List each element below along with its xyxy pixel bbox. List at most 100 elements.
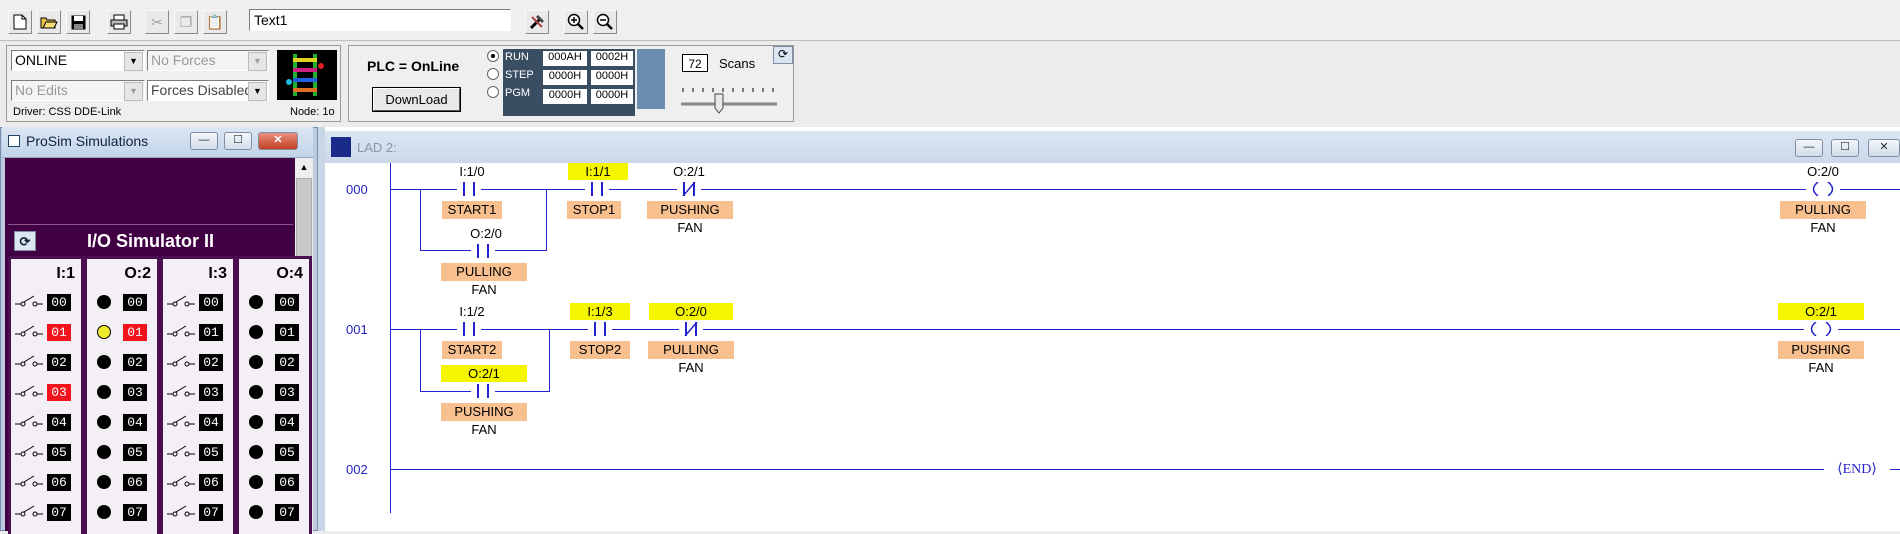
plc-rack-icon — [637, 49, 665, 109]
zoom-out-icon[interactable] — [593, 10, 617, 34]
switch-icon[interactable] — [167, 474, 195, 490]
forces-enable-select[interactable]: Forces Disabled ▼ — [147, 80, 269, 101]
prosim-title: ProSim Simulations — [26, 133, 149, 149]
switch-icon[interactable] — [167, 324, 195, 340]
window-icon — [8, 135, 20, 147]
maximize-icon[interactable]: ☐ — [224, 132, 252, 150]
switch-icon[interactable] — [167, 414, 195, 430]
io-point-number: 04 — [123, 414, 147, 431]
contact-nc[interactable] — [679, 322, 703, 336]
output-led-icon — [97, 475, 111, 489]
mode-pgm-label: PGM — [505, 87, 531, 99]
io-point-number: 06 — [199, 474, 223, 491]
output-led-icon — [249, 295, 263, 309]
prosim-title-bar: ProSim Simulations — ☐ ✕ — [2, 127, 313, 158]
output-led-icon — [97, 355, 111, 369]
switch-icon[interactable] — [15, 324, 43, 340]
zoom-in-icon[interactable] — [564, 10, 588, 34]
maximize-icon[interactable]: ☐ — [1831, 139, 1859, 157]
mode-step-label: STEP — [505, 69, 534, 81]
slot-label: O:4 — [276, 265, 303, 282]
reg-r1c0: 0000H — [543, 70, 587, 85]
close-icon[interactable]: ✕ — [258, 132, 298, 150]
paste-icon[interactable]: 📋 — [203, 10, 227, 34]
contact-no[interactable] — [588, 322, 612, 336]
contact-nc[interactable] — [677, 182, 701, 196]
save-icon[interactable] — [66, 10, 90, 34]
switch-icon[interactable] — [167, 384, 195, 400]
refresh-icon[interactable]: ⟳ — [773, 46, 793, 64]
switch-icon[interactable] — [15, 414, 43, 430]
minimize-icon[interactable]: — — [190, 132, 218, 150]
minimize-icon[interactable]: — — [1795, 139, 1823, 157]
coil-address: O:2/1 — [1778, 303, 1864, 320]
chevron-down-icon: ▼ — [248, 82, 267, 101]
branch-line — [549, 329, 550, 391]
switch-icon[interactable] — [167, 444, 195, 460]
branch-line — [420, 189, 421, 250]
radio-dot — [491, 54, 495, 58]
io-point-number: 00 — [199, 294, 223, 311]
contact-address: I:1/0 — [459, 164, 485, 179]
contact-address: I:1/1 — [568, 163, 628, 180]
print-icon[interactable] — [107, 10, 131, 34]
tools-icon[interactable] — [525, 10, 549, 34]
new-file-icon[interactable] — [8, 10, 32, 34]
open-folder-icon[interactable] — [37, 10, 61, 34]
io-point-number: 05 — [275, 444, 299, 461]
io-point-number: 00 — [47, 294, 71, 311]
switch-icon[interactable] — [15, 504, 43, 520]
contact-no[interactable] — [471, 384, 495, 398]
plc-state-label: PLC = OnLine — [367, 58, 460, 74]
copy-icon[interactable]: ❐ — [174, 10, 198, 34]
switch-icon[interactable] — [167, 354, 195, 370]
contact-no[interactable] — [457, 182, 481, 196]
mode-select[interactable]: ONLINE ▼ — [11, 50, 145, 71]
switch-icon[interactable] — [167, 294, 195, 310]
switch-icon[interactable] — [167, 504, 195, 520]
contact-no[interactable] — [585, 182, 609, 196]
forces-enable-value: Forces Disabled — [151, 82, 253, 98]
pgm-radio[interactable] — [487, 86, 499, 98]
io-point-number: 03 — [275, 384, 299, 401]
switch-icon[interactable] — [15, 444, 43, 460]
address-input[interactable]: Text1 — [249, 9, 511, 31]
output-led-icon — [97, 385, 111, 399]
contact-no[interactable] — [457, 322, 481, 336]
rung-line — [390, 189, 1900, 190]
io-point-number: 05 — [123, 444, 147, 461]
rung-number: 001 — [346, 322, 368, 337]
scans-slider[interactable] — [679, 86, 779, 114]
scroll-up-icon[interactable]: ▲ — [299, 162, 309, 172]
output-coil[interactable] — [1804, 321, 1838, 337]
left-power-rail — [390, 163, 391, 513]
edits-select[interactable]: No Edits ▼ — [11, 80, 145, 101]
io-point-number: 00 — [123, 294, 147, 311]
contact-address: O:2/0 — [470, 226, 502, 241]
slot-label: O:2 — [124, 265, 151, 282]
step-radio[interactable] — [487, 68, 499, 80]
contact-address: I:1/3 — [570, 303, 630, 320]
output-coil[interactable] — [1806, 181, 1840, 197]
switch-icon[interactable] — [15, 474, 43, 490]
forces-select[interactable]: No Forces ▼ — [147, 50, 269, 71]
run-radio[interactable] — [487, 50, 499, 62]
output-led-icon — [249, 445, 263, 459]
contact-address: I:1/2 — [459, 304, 485, 319]
output-led-icon — [249, 355, 263, 369]
switch-icon[interactable] — [15, 354, 43, 370]
window-splitter[interactable] — [318, 127, 325, 531]
cut-icon[interactable]: ✂ — [145, 10, 169, 34]
bracket-right: ⟩ — [1871, 462, 1877, 477]
switch-icon[interactable] — [15, 384, 43, 400]
contact-no[interactable] — [471, 244, 495, 258]
plc-panel: PLC = OnLine DownLoad RUN STEP PGM 000AH… — [348, 45, 794, 122]
download-button[interactable]: DownLoad — [372, 87, 461, 112]
io-point-number: 02 — [123, 354, 147, 371]
mode-value: ONLINE — [15, 52, 68, 68]
refresh-icon[interactable]: ⟳ — [14, 231, 36, 251]
close-icon[interactable]: ✕ — [1868, 139, 1900, 157]
switch-icon[interactable] — [15, 294, 43, 310]
io-point-number: 01 — [275, 324, 299, 341]
